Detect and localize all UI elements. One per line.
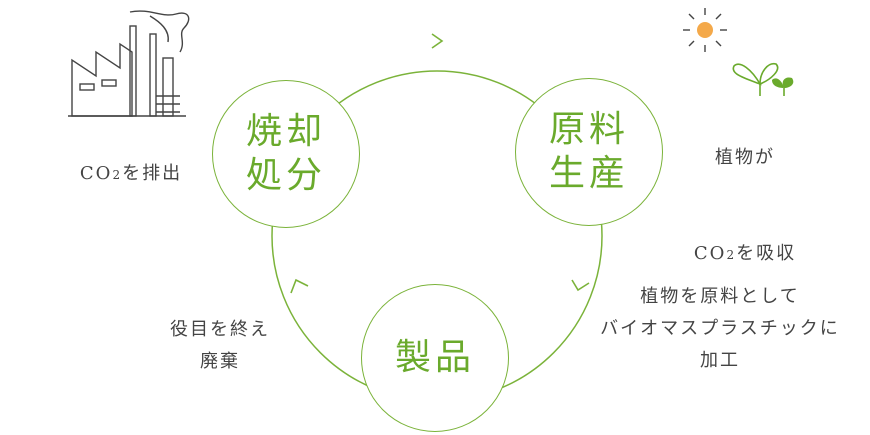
factory-icon xyxy=(68,10,190,117)
arrow-left-icon xyxy=(290,278,309,294)
note-absorb: 植物が CO2を吸収 xyxy=(670,110,820,303)
sun-icon xyxy=(683,8,727,52)
arrow-right-icon xyxy=(571,279,590,292)
note-disposal: 役目を終え 廃棄 xyxy=(170,319,270,372)
note-processing: 植物を原料として バイオマスプラスチックに 加工 xyxy=(600,286,840,371)
sprout-icon xyxy=(732,62,794,96)
node-incineration-label: 焼却 処分 xyxy=(245,111,326,196)
node-product: 製品 xyxy=(361,284,509,432)
node-raw-material-label: 原料 生産 xyxy=(548,109,629,194)
node-raw-material: 原料 生産 xyxy=(515,78,663,226)
note-emit: CO2を排出 xyxy=(79,163,183,184)
node-product-label: 製品 xyxy=(394,337,475,378)
note-absorb-line2: CO2を吸収 xyxy=(693,243,797,264)
node-incineration: 焼却 処分 xyxy=(212,80,360,228)
note-absorb-line1: 植物が xyxy=(715,147,775,168)
arrow-top-icon xyxy=(431,33,444,49)
